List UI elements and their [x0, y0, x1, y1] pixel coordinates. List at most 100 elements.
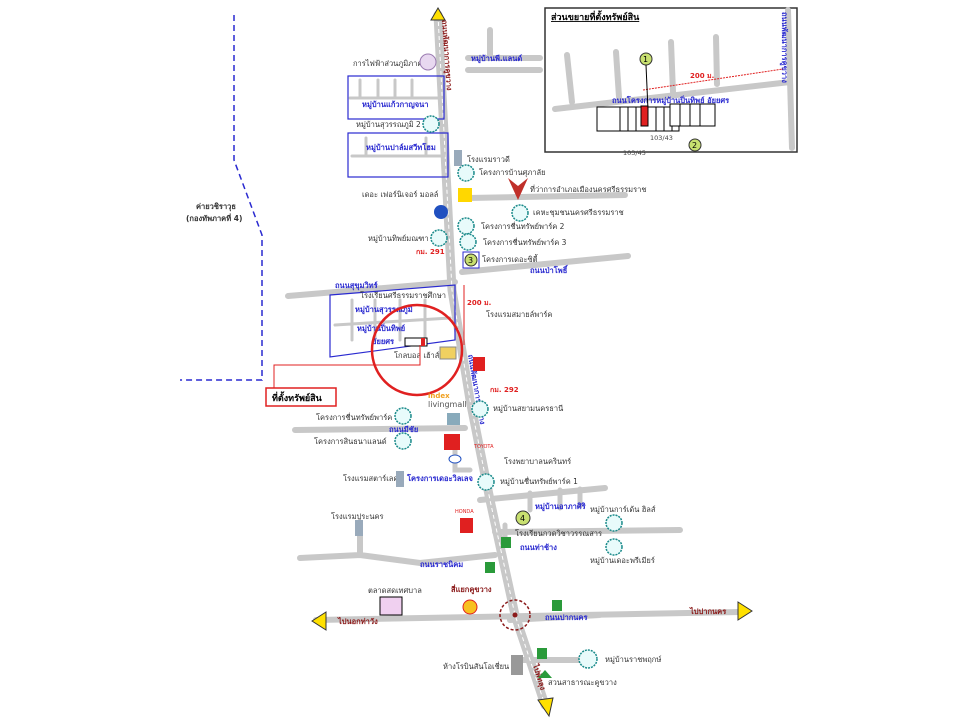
label-suwan: หมู่บ้านสุวรรณภูมิ [355, 305, 413, 315]
property-label: ที่ตั้งทรัพย์สิน [272, 391, 323, 404]
south-arrow-icon [537, 697, 554, 718]
label-rawadee: โรงแรมราวดี [467, 155, 510, 164]
village-icon [457, 164, 475, 182]
road-papho: ถนนป่าโพธิ์ [530, 264, 569, 275]
bank-icon [460, 518, 473, 533]
label-smile: โรงแรมสมายล์พาร์ค [486, 310, 552, 319]
main-road [433, 10, 550, 710]
village-icon [477, 473, 495, 491]
garuda-icon [508, 178, 528, 200]
esso-icon [448, 454, 462, 464]
label-palm: หมู่บ้านปาล์มสวีทโฮม [366, 142, 436, 153]
label-kheha: เคหะชุมชนนครศรีธรรมราช [533, 208, 624, 217]
road-meechai: ถนนมีชัย [389, 425, 418, 434]
label-garden: หมู่บ้านการ์เด้น ฮิลส์ [590, 505, 656, 514]
label-sinthana: โครงการสินธนาแลนด์ [314, 437, 387, 446]
property-circle [370, 303, 464, 397]
direction-right: ไปปากนคร [689, 606, 727, 616]
inset-road: ถนนโครงการหมู่บ้านปิ่นทิพย์ อัยยศร [612, 94, 730, 106]
label-pland: หมู่บ้านพี.แลนด์ [471, 54, 522, 64]
road-paknakhon: ถนนปากนคร [545, 613, 588, 622]
inset-marker-2 [688, 138, 702, 152]
global-house-icon [439, 346, 457, 360]
marker-3-box [462, 251, 480, 269]
village-icon [605, 514, 623, 532]
village-icon [471, 400, 489, 418]
label-ratchaphruek: หมู่บ้านราชพฤกษ์ [605, 655, 661, 664]
label-global: โกลบอล เฮ้าส์ [394, 351, 440, 360]
seven-eleven-icon [537, 648, 547, 659]
toyota-logo: TOYOTA [473, 444, 494, 450]
camp-label-sub: (กองทัพภาคที่ 4) [186, 212, 242, 223]
km291-label: กม. 291 [416, 248, 445, 256]
label-starlake: โรงแรมสตาร์เลค [343, 474, 398, 483]
inset-marker-2-number: 2 [692, 141, 697, 150]
marker-3-number: 3 [468, 256, 473, 265]
label-siam: หมู่บ้านสยามนครธานี [493, 404, 563, 413]
label-premier: หมู่บ้านเดอะพรีเมียร์ [590, 556, 655, 565]
shell-icon [462, 599, 478, 615]
label-ayasorn: อัยยศร [372, 337, 395, 346]
mall-icon [511, 655, 523, 675]
label-city: โครงการเดอะซิตี้ [482, 254, 539, 264]
seven-eleven-icon [501, 537, 511, 548]
east-arrow-icon [737, 601, 753, 621]
village-icon [422, 115, 440, 133]
road-apasiri: หมู่บ้านอาภาศิริ [535, 502, 587, 512]
inset-lots [596, 106, 680, 132]
label-tutor: โรงเรียนกวดวิชาวรรณสาร [515, 529, 602, 538]
village-icon [511, 204, 529, 222]
index-logo: index [428, 392, 450, 400]
north-arrow-icon [430, 7, 446, 21]
honda-logo: HONDA [455, 509, 474, 515]
label-suwan2: หมู่บ้านสุวรรณภูมิ 2 [356, 120, 421, 129]
road-village: โครงการเดอะวิลเลจ [406, 473, 473, 483]
village-icon [430, 229, 448, 247]
mall-logo-icon [458, 188, 472, 202]
hotel-icon [355, 520, 363, 536]
property-label-box [265, 387, 337, 407]
label-market: ตลาดสดเทศบาล [368, 586, 422, 595]
seven-eleven-icon [552, 600, 562, 611]
inset-title: ส่วนขยายที่ตั้งทรัพย์สิน [551, 10, 640, 23]
km292-label: กม. 292 [490, 386, 519, 394]
label-supalai: โครงการบ้านศุภาลัย [479, 168, 546, 177]
property-lot [640, 105, 649, 127]
marker-3 [464, 253, 478, 267]
marker-4 [515, 510, 531, 526]
label-park2: โครงการชื่นทรัพย์พาร์ค 2 [481, 221, 565, 231]
hotel-icon [454, 150, 462, 166]
marker-4-number: 4 [520, 514, 525, 523]
pea-icon [419, 53, 437, 71]
lot-103-43: 103/43 [650, 134, 673, 142]
label-district: ที่ว่าการอำเภอเมืองนครศรีธรรมราช [530, 184, 646, 194]
road-ratchanikhom: ถนนราชนิคม [420, 560, 463, 569]
direction-left: ไปนอกท่าวัง [337, 616, 378, 626]
store-icon [444, 434, 460, 450]
inset-main-road: ถนนพัฒนาการคูขวาง [779, 12, 789, 83]
property-lots [404, 337, 428, 347]
camp-boundary [180, 15, 263, 381]
village-boxes [329, 75, 456, 358]
index-logo-2: livingmall [428, 400, 467, 409]
bank-icon [473, 357, 485, 371]
label-hospital: โรงพยาบาลนครินทร์ [504, 457, 571, 466]
village-icon [459, 233, 477, 251]
label-furniture: เดอะ เฟอร์นิเจอร์ มอลล์ [362, 190, 438, 199]
inset-marker-1-number: 1 [643, 55, 648, 64]
road-sukhum: ถนนสุขุมวิทร์ [335, 281, 379, 290]
label-thip: หมู่บ้านทิพย์มณฑา [368, 234, 429, 243]
village-icon [578, 649, 598, 669]
distance-label: 200 ม. [467, 299, 491, 307]
side-roads [0, 0, 743, 663]
road-thachang: ถนนท่าช้าง [520, 543, 557, 552]
hotel-icon [396, 471, 404, 487]
village-icon [394, 432, 412, 450]
ptt-gas-icon [434, 205, 448, 219]
label-puranakhon: โรงแรมปูระนคร [331, 512, 384, 521]
junction-circle [499, 599, 531, 631]
label-park3: โครงการชื่นทรัพย์พาร์ค 3 [483, 237, 567, 247]
label-junction: สี่แยกคูขวาง [451, 583, 492, 595]
label-park1: หมู่บ้านชื่นทรัพย์พาร์ค 1 [500, 476, 578, 486]
inset-distance: 200 ม. [690, 72, 714, 80]
